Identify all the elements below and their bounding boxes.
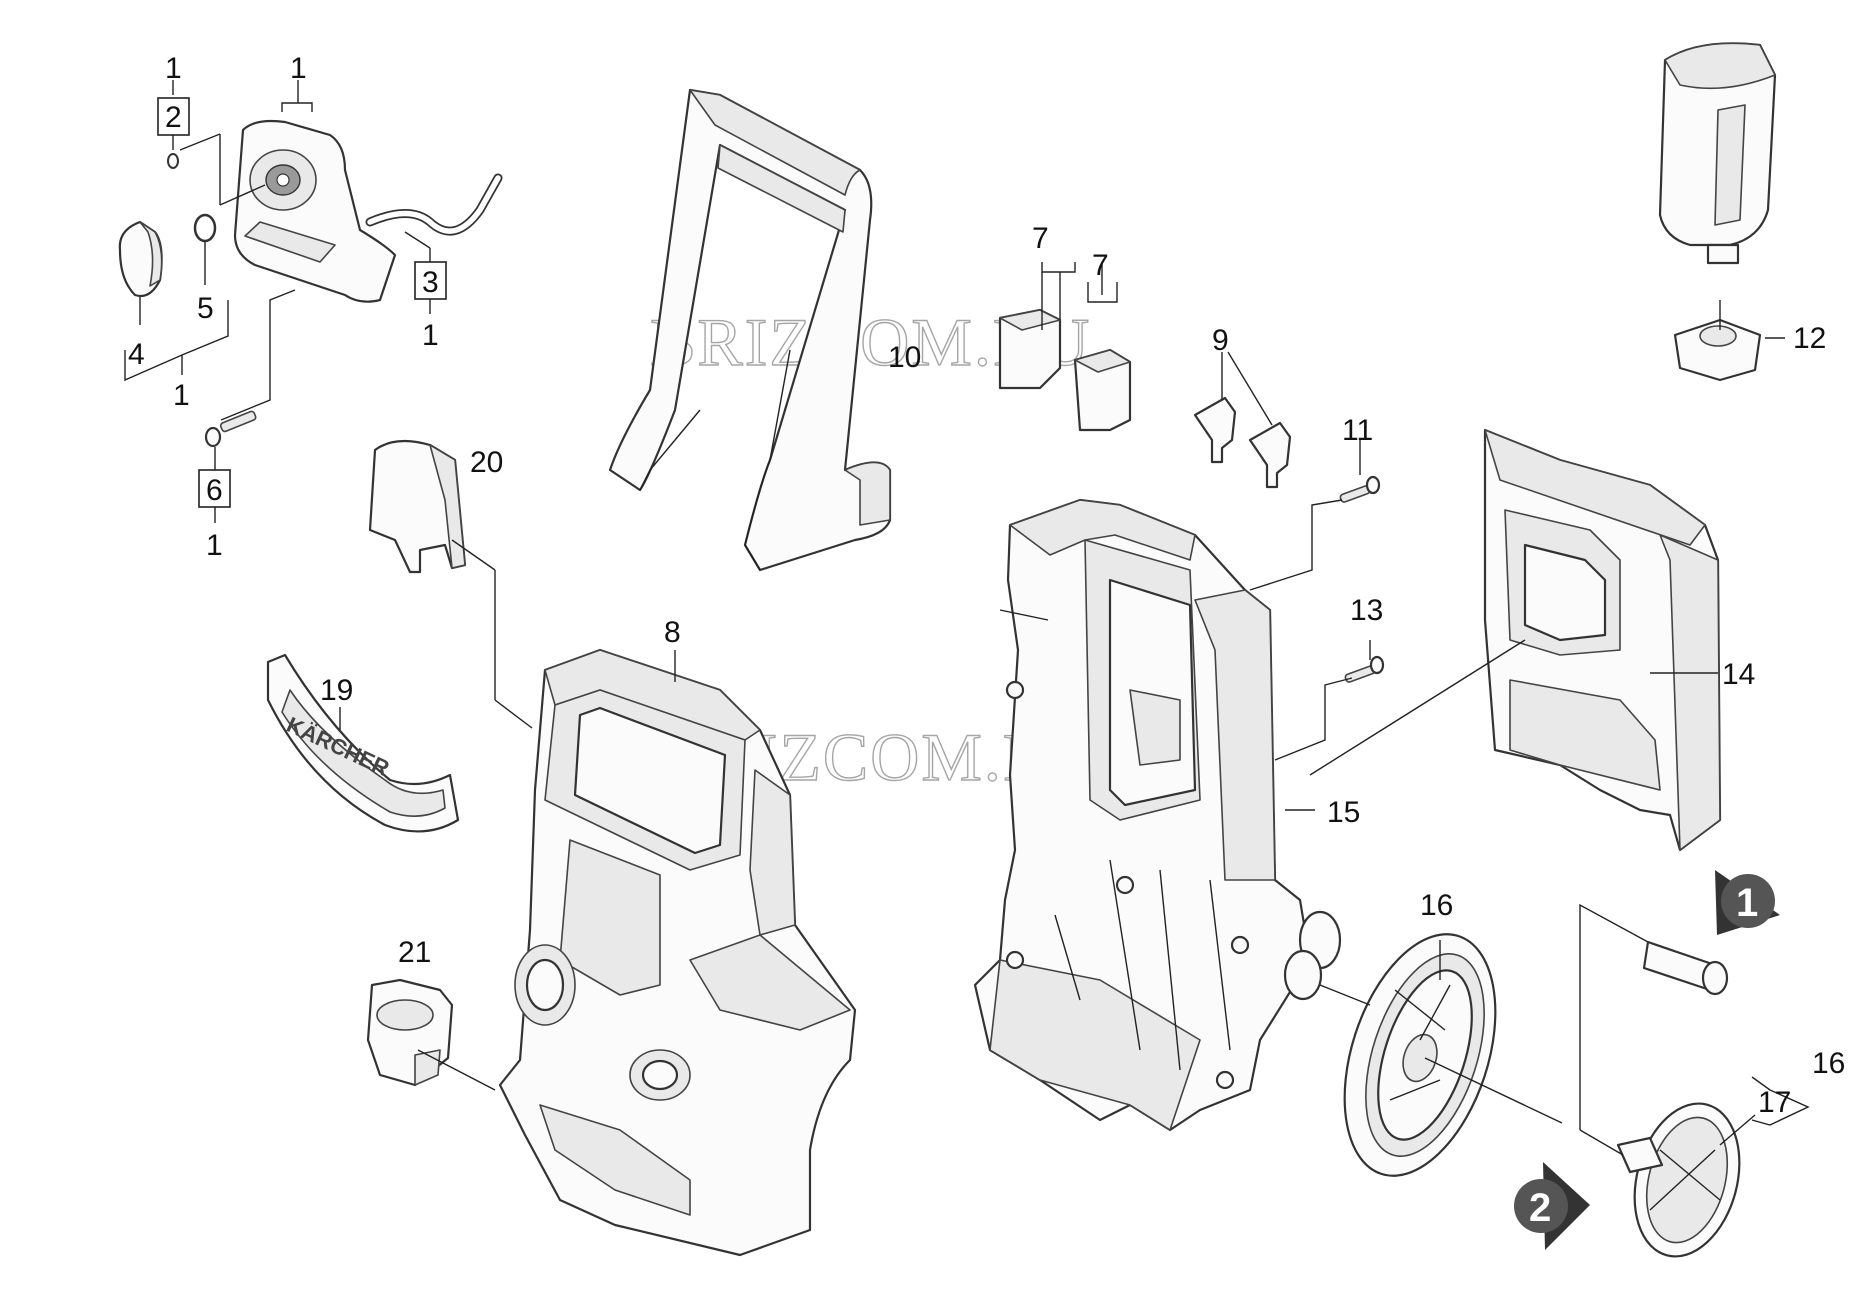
label-1-b: 1 [290,52,307,85]
label-2: 2 [165,101,182,134]
front-cover-8 [498,648,857,1257]
label-4: 4 [128,338,145,371]
label-8: 8 [664,616,681,649]
badge-2: 2 [1514,1162,1590,1250]
label-13: 13 [1350,594,1383,627]
label-16-a: 16 [1420,889,1453,922]
badge-2-number: 2 [1529,1186,1551,1230]
cover-clip-20 [368,439,467,574]
handle-frame-10 [608,88,892,572]
label-16-b: 16 [1812,1047,1845,1080]
axle-pin [1642,940,1729,996]
label-1-a: 1 [165,52,182,85]
label-20: 20 [470,446,503,479]
label-1-e: 1 [206,529,223,562]
label-7-b: 7 [1092,249,1109,282]
angle-nozzles-9 [1193,396,1292,489]
badge-1: 1 [1715,870,1780,935]
label-3: 3 [422,266,439,299]
badge-1-number: 1 [1736,881,1758,925]
label-9: 9 [1212,324,1229,357]
detergent-tank-12 [1658,42,1777,382]
screw-6 [204,410,257,448]
label-5: 5 [197,292,214,325]
holder-21 [366,978,454,1087]
hose-connection-assembly [118,119,503,448]
logo-strip-19: KÄRCHER [266,653,460,833]
hub-cap-17 [1616,1102,1741,1258]
leaders-rest [339,262,1810,1156]
chassis-15 [973,498,1342,1132]
label-1-d: 1 [173,379,190,412]
label-11: 11 [1342,414,1373,447]
hose-clips-7 [998,308,1132,432]
label-10: 10 [888,341,921,374]
label-21: 21 [398,936,431,969]
label-12: 12 [1793,322,1826,355]
screw-13 [1344,655,1385,683]
leaders-group-1 [124,80,447,523]
side-panel-14 [1483,428,1722,852]
screw-11 [1339,475,1381,503]
wheel-16 [1343,933,1497,1177]
label-6: 6 [206,474,223,507]
label-1-c: 1 [422,319,439,352]
label-19: 19 [320,674,353,707]
label-7-a: 7 [1032,222,1049,255]
label-15: 15 [1327,796,1360,829]
label-14: 14 [1722,658,1755,691]
label-17: 17 [1758,1086,1791,1119]
